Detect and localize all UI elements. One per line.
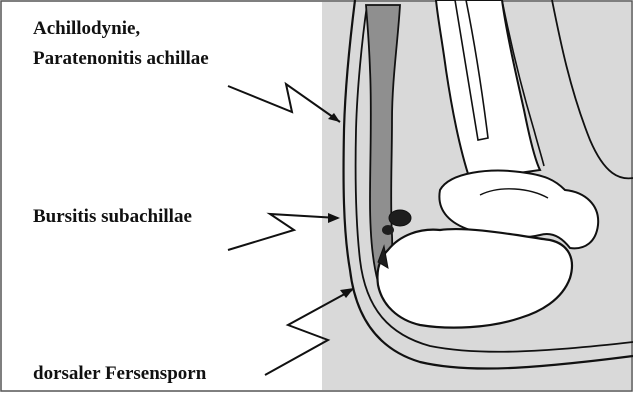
label-fersensporn: dorsaler Fersensporn (33, 362, 206, 386)
bursa-subachillae (389, 210, 411, 226)
bursa-extension (382, 225, 394, 235)
label-achillodynie: Achillodynie, (33, 17, 140, 41)
label-bursitis: Bursitis subachillae (33, 205, 192, 229)
label-paratenonitis: Paratenonitis achillae (33, 47, 209, 71)
